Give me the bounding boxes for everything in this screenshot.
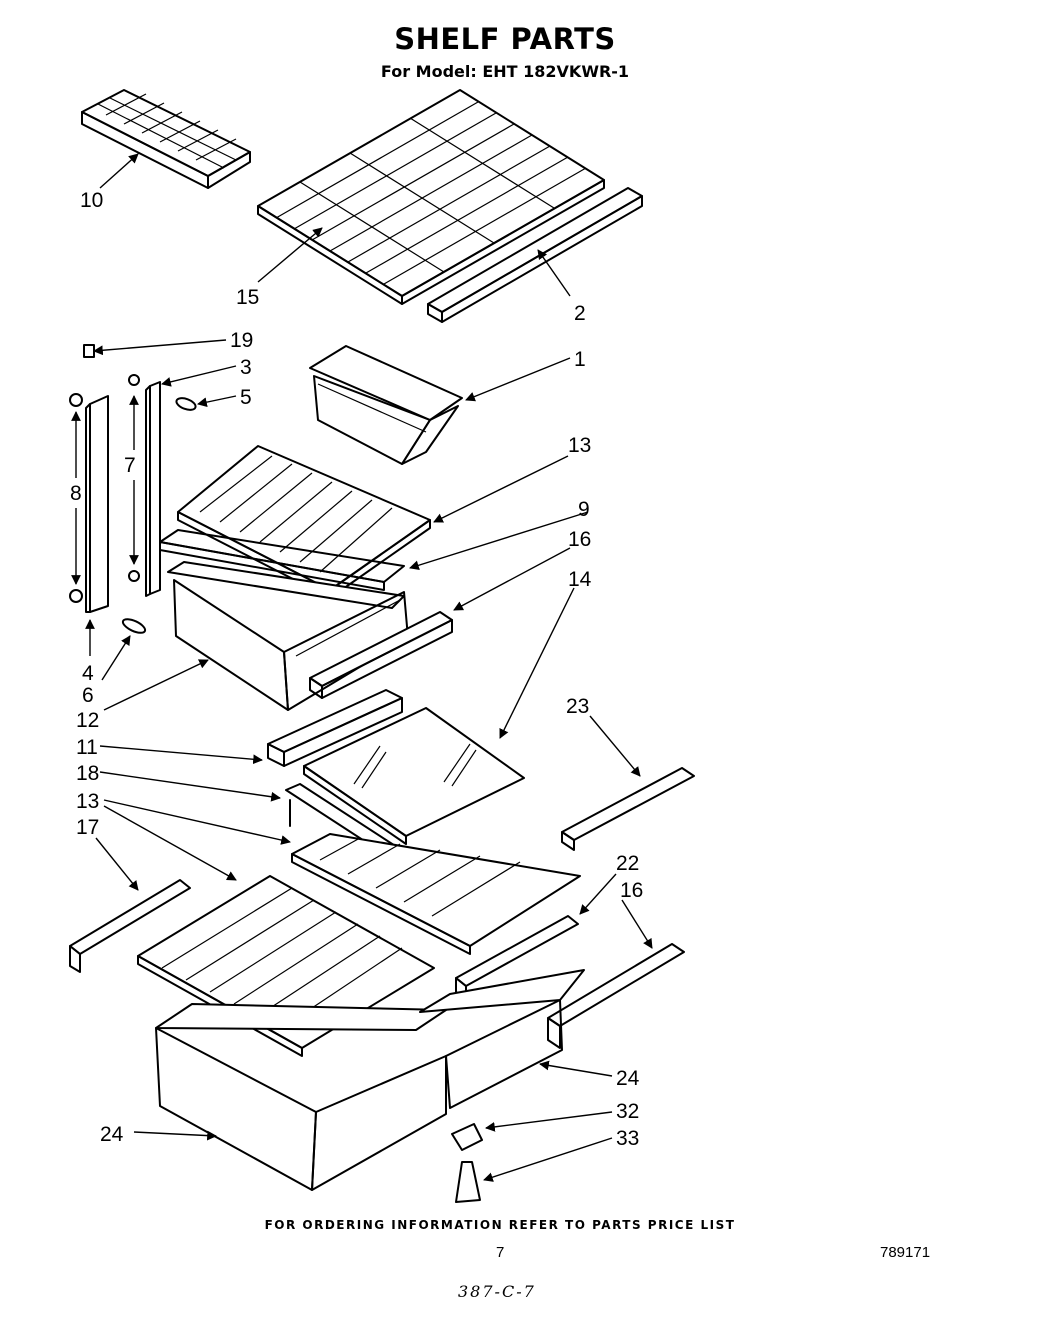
callout-16-upper: 16 bbox=[568, 528, 591, 551]
callout-22: 22 bbox=[616, 852, 639, 875]
callout-4: 4 bbox=[82, 662, 94, 685]
shelf-support-hardware-drawing bbox=[69, 344, 197, 634]
callout-10: 10 bbox=[80, 189, 103, 212]
callout-16-lower: 16 bbox=[620, 879, 643, 902]
page-number: 7 bbox=[496, 1244, 505, 1261]
handwritten-note: 387-C-7 bbox=[458, 1282, 536, 1301]
callout-leader-lines bbox=[71, 153, 653, 1182]
callout-18: 18 bbox=[76, 762, 99, 785]
callout-6: 6 bbox=[82, 684, 94, 707]
drawer-roller-and-glide-drawing bbox=[451, 1123, 483, 1203]
callout-19: 19 bbox=[230, 329, 253, 352]
shelf-frame-drawing bbox=[159, 529, 405, 591]
callout-32: 32 bbox=[616, 1100, 639, 1123]
callout-12: 12 bbox=[76, 709, 99, 732]
door-bin-drawing bbox=[309, 345, 463, 465]
callout-3: 3 bbox=[240, 356, 252, 379]
document-number: 789171 bbox=[880, 1244, 931, 1261]
upper-wire-shelf-drawing bbox=[177, 445, 431, 599]
callout-33: 33 bbox=[616, 1127, 639, 1150]
crisper-drawers-drawing bbox=[155, 969, 585, 1191]
callout-7: 7 bbox=[124, 454, 136, 477]
left-rail-drawing bbox=[69, 879, 191, 973]
ice-cube-tray-drawing bbox=[81, 89, 251, 189]
callout-11: 11 bbox=[76, 736, 98, 759]
callout-15: 15 bbox=[236, 286, 259, 309]
callout-2: 2 bbox=[574, 302, 586, 325]
freezer-wire-shelf-drawing bbox=[257, 89, 605, 305]
upper-crisper-rail-drawing bbox=[309, 611, 453, 699]
lower-crisper-rail-drawing bbox=[547, 943, 685, 1049]
right-rail-drawing bbox=[561, 767, 695, 851]
callout-1: 1 bbox=[574, 348, 586, 371]
page-title: SHELF PARTS bbox=[394, 22, 616, 56]
ordering-note: FOR ORDERING INFORMATION REFER TO PARTS … bbox=[264, 1218, 736, 1232]
crisper-pan-drawing bbox=[167, 561, 409, 711]
freezer-shelf-rail-drawing bbox=[427, 187, 643, 323]
callout-8: 8 bbox=[70, 482, 82, 505]
callout-14: 14 bbox=[568, 568, 592, 591]
callout-17: 17 bbox=[76, 816, 99, 839]
callout-9: 9 bbox=[578, 498, 590, 521]
callout-13-upper: 13 bbox=[568, 434, 591, 457]
callout-24-left: 24 bbox=[100, 1123, 124, 1146]
callout-labels: 10 15 2 19 3 5 1 7 8 13 9 16 14 4 6 12 2… bbox=[70, 189, 643, 1150]
front-rail-drawing bbox=[267, 689, 403, 767]
callout-5: 5 bbox=[240, 386, 252, 409]
model-subtitle: For Model: EHT 182VKWR-1 bbox=[380, 62, 630, 81]
callout-23: 23 bbox=[566, 695, 589, 718]
glass-shelf-drawing bbox=[303, 707, 525, 845]
callout-24-right: 24 bbox=[616, 1067, 640, 1090]
callout-13-lower: 13 bbox=[76, 790, 99, 813]
lower-right-wire-shelf-drawing bbox=[291, 833, 581, 955]
